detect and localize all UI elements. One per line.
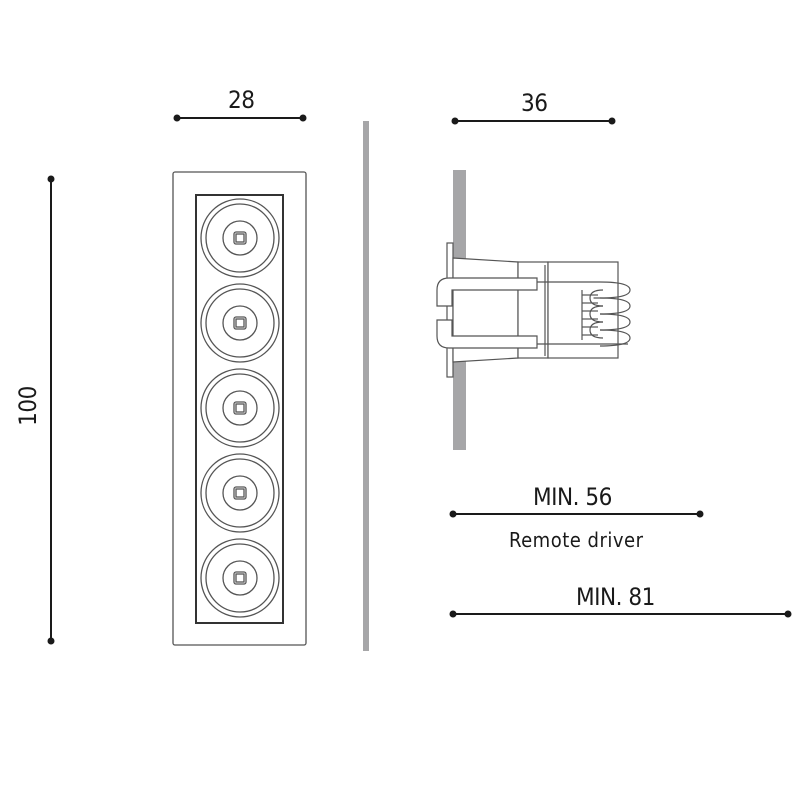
view-divider [363, 121, 369, 651]
spring-clip-bottom [436, 319, 538, 349]
dim-28-line [173, 114, 307, 122]
inner-bezel [195, 194, 284, 624]
trim-flange [446, 242, 454, 378]
dim-min81-label: MIN. 81 [576, 583, 655, 611]
led-module-1 [200, 198, 280, 278]
led-module-3 [200, 368, 280, 448]
outer-frame [172, 171, 307, 646]
led-module-4 [200, 453, 280, 533]
remote-driver-note: Remote driver [509, 528, 644, 552]
dim-100-line [47, 175, 55, 645]
dim-36-line [451, 117, 616, 125]
dim-min56-line [449, 510, 704, 518]
dim-100-label: 100 [13, 386, 42, 426]
front-view [172, 171, 307, 646]
dim-min56-label: MIN. 56 [533, 483, 612, 511]
led-module-5 [200, 538, 280, 618]
heatsink-block [547, 261, 619, 359]
dim-36-label: 36 [521, 89, 548, 117]
coil-spring-icon [589, 281, 631, 347]
spring-clip-top [436, 277, 538, 307]
side-view [436, 170, 631, 450]
dim-min81-line [449, 610, 792, 618]
dim-28-label: 28 [228, 86, 255, 114]
led-module-2 [200, 283, 280, 363]
